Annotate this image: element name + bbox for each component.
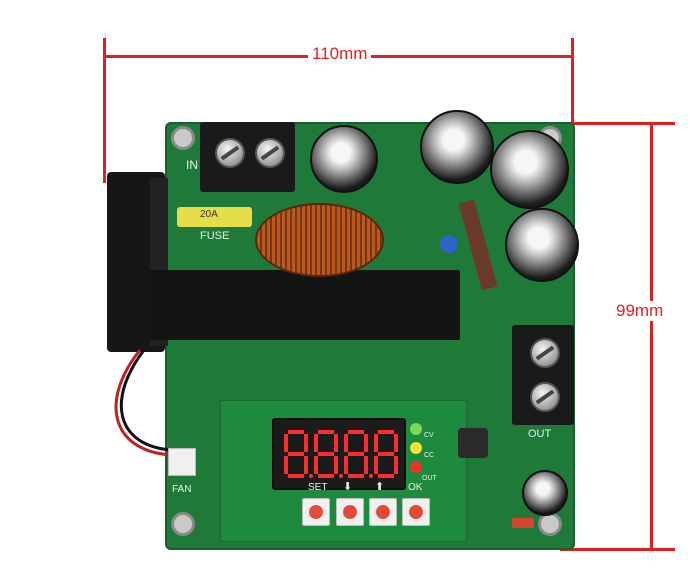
input-label: IN [186, 158, 198, 172]
small-capacitor [522, 470, 568, 516]
height-dimension-bottom-tick [560, 548, 675, 551]
ceramic-capacitor [440, 235, 458, 253]
fuse-rating: 20A [200, 209, 218, 220]
seven-segment-display [272, 418, 406, 490]
led-label-out: OUT [422, 475, 437, 482]
heatsink-bar [150, 270, 460, 340]
electrolytic-capacitor [490, 130, 569, 209]
width-dimension-label: 110mm [308, 44, 372, 64]
mounting-hole [171, 126, 195, 150]
output-label: OUT [528, 428, 552, 440]
fan-label: FAN [172, 484, 192, 495]
button-label-ok: OK [408, 482, 423, 493]
led-yellow [410, 442, 422, 454]
electrolytic-capacitor [310, 125, 378, 193]
power-inductor-small [458, 428, 488, 458]
output-screw [530, 382, 560, 412]
electrolytic-capacitor [420, 110, 494, 184]
ok-button[interactable] [402, 498, 430, 526]
output-screw [530, 338, 560, 368]
height-dimension-top-tick [560, 122, 675, 125]
fan-connector [168, 448, 196, 476]
down-button[interactable] [336, 498, 364, 526]
display-digits [284, 430, 398, 478]
fuse-label: FUSE [200, 230, 230, 242]
height-dimension-label: 99mm [612, 301, 668, 321]
height-dimension-line [650, 122, 653, 551]
button-label-set: SET [308, 482, 328, 493]
led-red [410, 461, 422, 473]
set-button[interactable] [302, 498, 330, 526]
fuse [177, 207, 252, 227]
toroidal-inductor [255, 203, 384, 277]
width-dimension-left-tick [103, 38, 106, 183]
led-green [410, 423, 422, 435]
button-label-down: ⬇ [343, 481, 353, 493]
width-dimension-right-tick [571, 38, 574, 183]
led-label-cc: CC [424, 452, 435, 459]
input-screw [255, 138, 285, 168]
input-screw [215, 138, 245, 168]
led-label-cv: CV [424, 432, 434, 439]
mounting-hole [171, 512, 195, 536]
electrolytic-capacitor [505, 208, 579, 282]
smd-resistor-red [512, 518, 534, 528]
button-label-up: ⬆ [375, 481, 385, 493]
fan-wire [114, 349, 173, 457]
up-button[interactable] [369, 498, 397, 526]
